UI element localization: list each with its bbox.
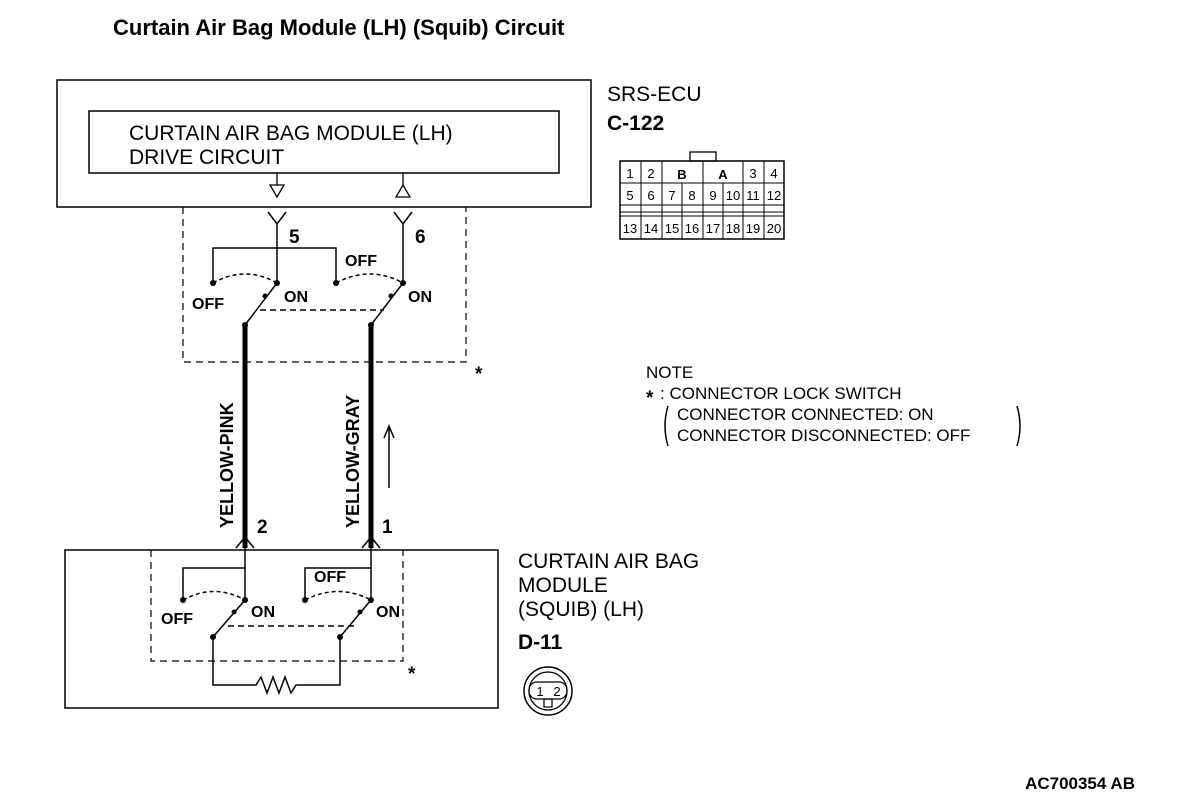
module-switch-off-left: OFF: [161, 611, 193, 628]
ecu-switch-on-left: ON: [284, 289, 308, 306]
ecu-switch-on-right: ON: [408, 289, 432, 306]
ecu-switch-off-left: OFF: [192, 296, 224, 313]
module-lock-switch: [182, 548, 372, 696]
ecu-terminal-5-icon: [267, 211, 287, 248]
drive-circuit-line1: CURTAIN AIR BAG MODULE (LH): [129, 122, 453, 145]
module-connector-pin-2: 2: [553, 684, 560, 699]
module-pin-label-1: 1: [382, 517, 393, 538]
ecu-connector-face: 1 2 B A 3 4 5 6 7 8 9 10 11 12 13 14 15 …: [619, 151, 785, 240]
ecu-pin-13: 13: [623, 221, 637, 236]
note-star: *: [646, 388, 654, 409]
note-bracket-right-icon: [1016, 405, 1021, 447]
module-switch-off-right: OFF: [314, 569, 346, 586]
ecu-pin-6: 6: [647, 188, 654, 203]
ecu-switch-contacts: [210, 280, 406, 328]
input-triangle-icon: [394, 183, 412, 198]
ecu-switch-off-right: OFF: [345, 253, 377, 270]
ecu-pin-12: 12: [767, 188, 781, 203]
ecu-pin-8: 8: [688, 188, 695, 203]
ecu-name: SRS-ECU: [607, 83, 702, 106]
ecu-pin-1: 1: [626, 166, 633, 181]
module-name-line1: CURTAIN AIR BAG: [518, 550, 699, 573]
ecu-pin-18: 18: [726, 221, 740, 236]
ecu-pin-3: 3: [749, 166, 756, 181]
diagram-title: Curtain Air Bag Module (LH) (Squib) Circ…: [113, 15, 565, 40]
ecu-pin-label-5: 5: [289, 227, 300, 248]
ecu-pin-5: 5: [626, 188, 633, 203]
ecu-pin-4: 4: [770, 166, 777, 181]
module-lock-switch-enclosure: [150, 550, 404, 662]
wire-label-right: YELLOW-GRAY: [343, 395, 363, 528]
ecu-pin-a: A: [718, 167, 728, 182]
ecu-pin-2: 2: [647, 166, 654, 181]
module-switch-on-right: ON: [376, 604, 400, 621]
ecu-pin-10: 10: [726, 188, 740, 203]
module-connector-pin-1: 1: [536, 684, 543, 699]
module-terminal-2-icon: [235, 535, 255, 549]
ecu-pin-20: 20: [767, 221, 781, 236]
note-line1: : CONNECTOR LOCK SWITCH: [660, 384, 901, 403]
note-title: NOTE: [646, 363, 693, 382]
module-switch-contacts: [180, 597, 374, 640]
module-name-line2: MODULE: [518, 574, 608, 597]
ecu-pin-9: 9: [709, 188, 716, 203]
ecu-lock-switch-enclosure: [182, 207, 467, 363]
module-pin-label-2: 2: [257, 517, 268, 538]
ecu-pin-16: 16: [685, 221, 699, 236]
ecu-pin-label-6: 6: [415, 227, 426, 248]
ecu-lock-switch: [212, 247, 404, 326]
module-terminal-1-icon: [361, 535, 381, 549]
module-switch-on-left: ON: [251, 604, 275, 621]
drive-circuit-line2: DRIVE CIRCUIT: [129, 146, 284, 169]
current-direction-arrow-icon: [383, 424, 395, 488]
module-connector-face: 1 2: [523, 666, 573, 716]
module-box: [64, 549, 499, 709]
module-name-line3: (SQUIB) (LH): [518, 598, 644, 621]
ecu-terminal-6-icon: [393, 211, 413, 283]
ecu-pin-7: 7: [668, 188, 675, 203]
note-bracket-left-icon: [664, 405, 669, 447]
module-lock-mark: *: [408, 664, 416, 685]
ecu-pin-11: 11: [746, 188, 760, 203]
ecu-box: [56, 79, 592, 208]
ecu-pin-15: 15: [665, 221, 679, 236]
ecu-pin-b: B: [677, 167, 686, 182]
note-line2: CONNECTOR CONNECTED: ON: [677, 405, 934, 424]
ecu-lock-mark: *: [475, 364, 483, 385]
ecu-pin-19: 19: [746, 221, 760, 236]
output-triangle-icon: [268, 184, 286, 199]
wire-label-left: YELLOW-PINK: [217, 402, 237, 528]
note-line3: CONNECTOR DISCONNECTED: OFF: [677, 426, 970, 445]
ecu-pin-17: 17: [706, 221, 720, 236]
figure-code: AC700354 AB: [1025, 774, 1135, 793]
drive-circuit-box: [88, 110, 560, 174]
module-connector-code: D-11: [518, 631, 563, 654]
ecu-pin-14: 14: [644, 221, 658, 236]
ecu-connector-code: C-122: [607, 112, 664, 135]
